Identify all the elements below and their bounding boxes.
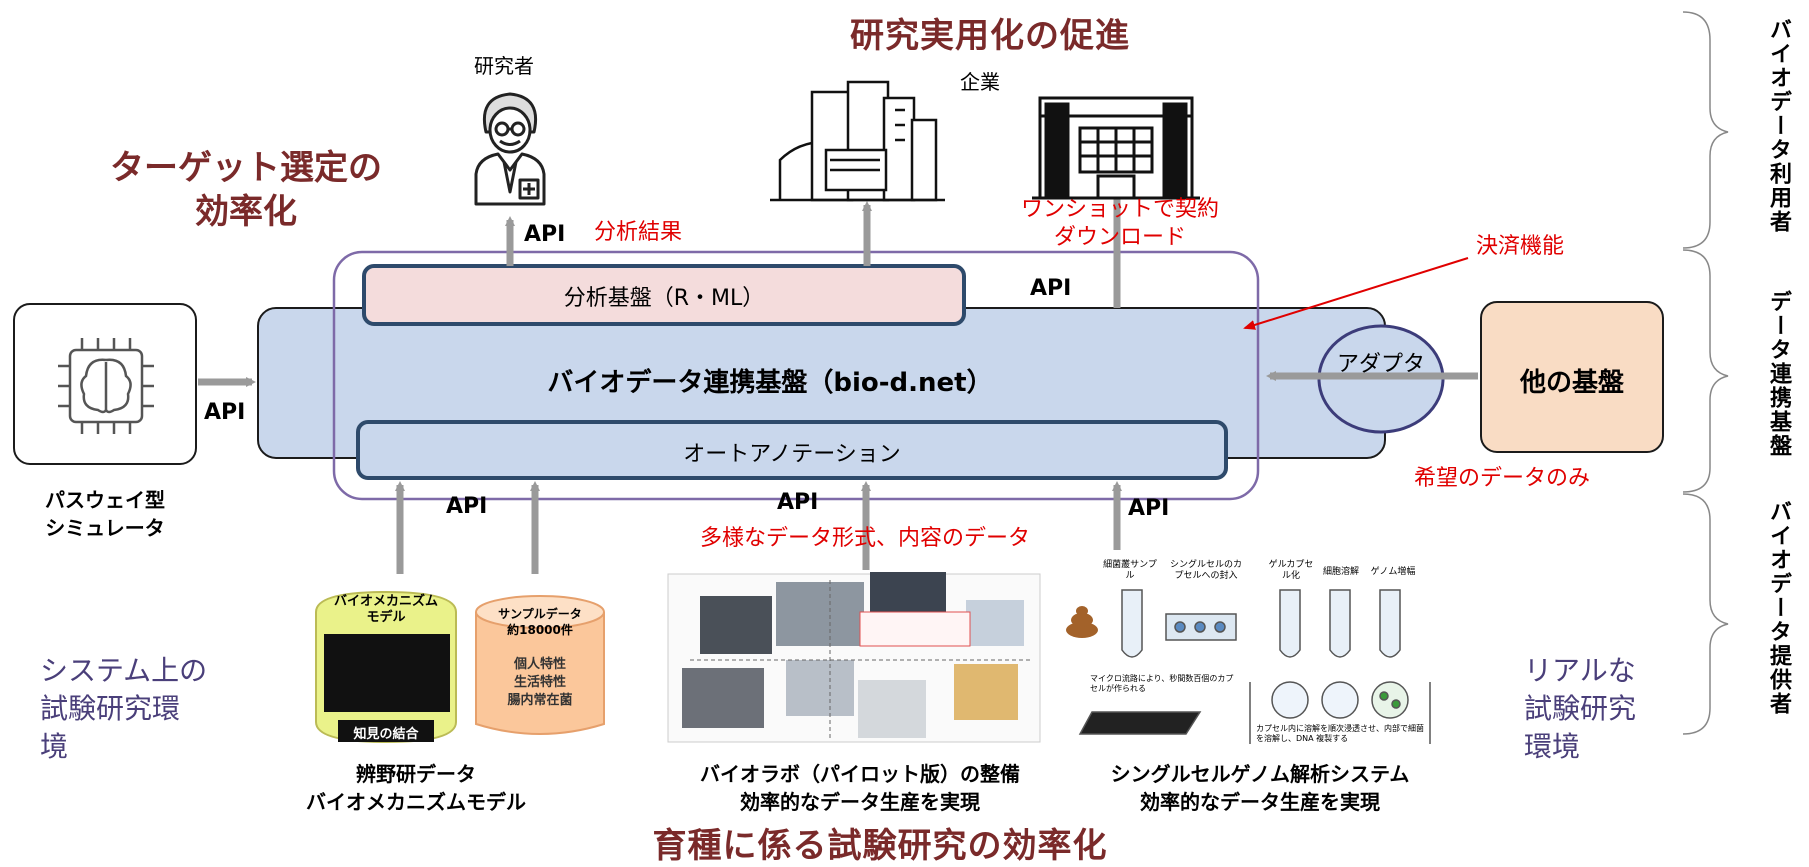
- diverse-data-label: 多様なデータ形式、内容のデータ: [700, 526, 1031, 551]
- bracket-providers-label: バイオデータ提供者: [1766, 500, 1791, 716]
- biomech-title: バイオメカニズム モデル: [316, 594, 456, 626]
- sample-line5: 腸内常在菌: [507, 693, 573, 708]
- api-label-biomech: API: [446, 494, 488, 519]
- heading-left-line1: ターゲット選定の: [110, 148, 382, 188]
- simulator-line2: シミュレータ: [45, 516, 165, 540]
- singlecell-caption-line2: 効率的なデータ生産を実現: [1140, 790, 1380, 814]
- brain-chip-icon: [58, 338, 154, 434]
- left-env-line1: システム上の: [40, 654, 208, 687]
- payment-arrow: [1243, 257, 1469, 330]
- sample-line3: 個人特性: [513, 657, 566, 672]
- company-label: 企業: [960, 70, 1000, 94]
- sample-text-top: サンプルデータ 約18000件: [476, 606, 604, 638]
- biomech-model-card: [315, 590, 457, 744]
- singlecell-note-2: カプセル内に溶解を順次浸透させ、内部で細菌を溶解し、DNA 複製する: [1256, 724, 1424, 743]
- biolab-caption: バイオラボ（パイロット版）の整備 効率的なデータ生産を実現: [660, 760, 1060, 816]
- biomech-footer: 知見の結合: [353, 727, 419, 742]
- analysis-result-label: 分析結果: [594, 220, 683, 245]
- singlecell-caption-line1: シングルセルゲノム解析システム: [1110, 762, 1410, 786]
- bracket-users-label: バイオデータ利用者: [1766, 18, 1791, 234]
- singlecell-step-3: ゲルカプセル化: [1268, 560, 1314, 581]
- annotation-box-label: オートアノテーション: [683, 442, 901, 467]
- biolab-caption-line2: 効率的なデータ生産を実現: [740, 790, 980, 814]
- sample-poop-icon: [1066, 606, 1098, 638]
- left-env-text: システム上の 試験研究環 境: [40, 652, 207, 766]
- contract-line1: ワンショットで契約: [1020, 197, 1219, 222]
- singlecell-step-2: シングルセルのカプセルへの封入: [1169, 560, 1242, 581]
- analysis-box: [362, 264, 966, 326]
- payment-label: 決済機能: [1476, 234, 1565, 259]
- biolab-caption-line1: バイオラボ（パイロット版）の整備: [700, 762, 1020, 786]
- sample-data-cylinder: [475, 595, 605, 735]
- analysis-box-label: 分析基盤（R・ML）: [563, 286, 765, 311]
- heading-top: 研究実用化の促進: [850, 16, 1130, 56]
- singlecell-note-1: マイクロ流路により、秒間数百個のカプセルが作られる: [1090, 674, 1234, 693]
- researcher-icon: [474, 92, 546, 206]
- heading-bottom: 育種に係る試験研究の効率化: [652, 826, 1108, 866]
- right-braces: [1682, 11, 1729, 735]
- contract-label: ワンショットで契約 ダウンロード: [1010, 196, 1230, 252]
- bracket-platform-label: データ連携基盤: [1766, 290, 1791, 458]
- contract-line2: ダウンロード: [1053, 225, 1186, 250]
- simulator-line1: パスウェイ型: [45, 488, 165, 512]
- left-env-line2: 試験研究環: [40, 692, 181, 725]
- singlecell-step-5: ゲノム増幅: [1370, 567, 1416, 577]
- api-label-singlecell: API: [1128, 496, 1170, 521]
- sample-line2: 約18000件: [507, 623, 573, 637]
- singlecell-workflow: [1078, 589, 1431, 744]
- singlecell-caption: シングルセルゲノム解析システム 効率的なデータ生産を実現: [1080, 760, 1440, 816]
- api-label-company: API: [1030, 276, 1072, 301]
- biomech-caption: 辨野研データ バイオメカニズムモデル: [296, 760, 536, 816]
- company-skyline-icon: [770, 80, 945, 202]
- company-building-icon: [1032, 96, 1200, 200]
- sample-text-bottom: 個人特性 生活特性 腸内常在菌: [476, 656, 604, 710]
- other-platform-box: [1480, 301, 1664, 453]
- heading-left-line2: 効率化: [195, 192, 297, 232]
- biomech-title-line1: バイオメカニズム: [333, 594, 438, 609]
- simulator-caption: パスウェイ型 シミュレータ: [14, 486, 196, 542]
- api-label-simulator: API: [204, 400, 246, 425]
- right-env-text: リアルな 試験研究 環境: [1524, 652, 1636, 766]
- annotation-box: [356, 420, 1228, 480]
- sample-line4: 生活特性: [513, 675, 566, 690]
- right-env-line3: 環境: [1524, 730, 1581, 763]
- left-env-line3: 境: [40, 730, 69, 763]
- researcher-label: 研究者: [474, 54, 534, 78]
- api-label-researcher: API: [524, 222, 566, 247]
- biomech-caption-line1: 辨野研データ: [356, 762, 476, 786]
- biomech-title-line2: モデル: [366, 610, 406, 625]
- right-env-line1: リアルな: [1524, 654, 1636, 687]
- sample-line1: サンプルデータ: [498, 607, 582, 621]
- platform-title: バイオデータ連携基盤（bio-d.net）: [547, 368, 993, 398]
- singlecell-step-4: 細胞溶解: [1322, 567, 1359, 577]
- other-platform-label: 他の基盤: [1519, 368, 1624, 398]
- heading-left: ターゲット選定の 効率化: [96, 146, 396, 234]
- biolab-collage: [667, 572, 1041, 743]
- right-env-line2: 試験研究: [1524, 692, 1637, 725]
- api-label-biolab: API: [777, 490, 819, 515]
- platform-outline: [332, 250, 1260, 501]
- singlecell-step-1: 細菌叢サンプル: [1103, 560, 1157, 581]
- adapter-label: アダプタ: [1336, 352, 1425, 377]
- desired-data-label: 希望のデータのみ: [1414, 466, 1591, 491]
- biomech-caption-line2: バイオメカニズムモデル: [306, 790, 526, 814]
- connection-arrows: [198, 184, 1478, 574]
